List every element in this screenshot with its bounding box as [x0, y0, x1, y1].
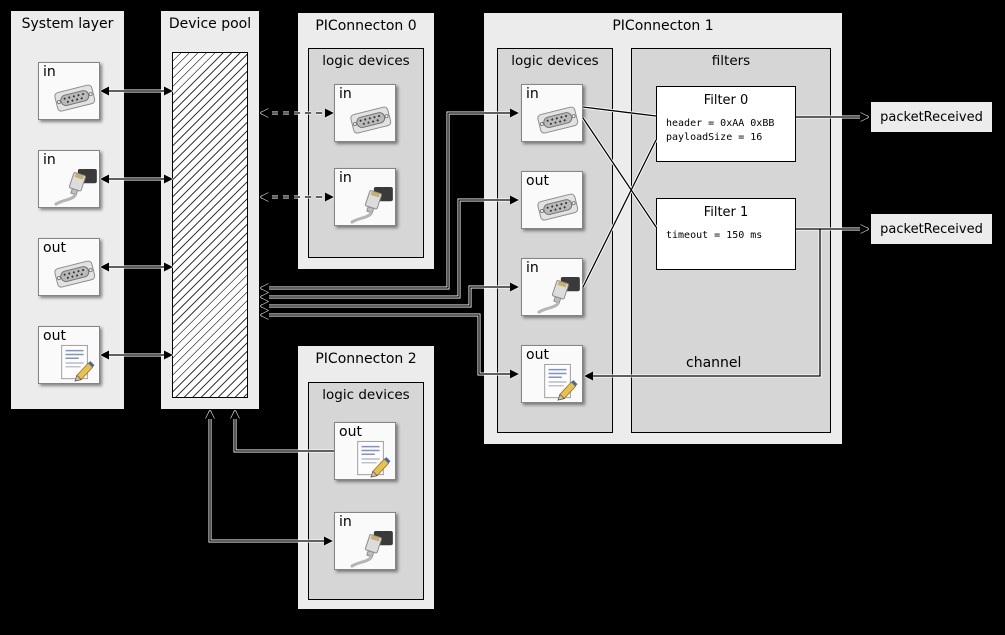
script-icon	[348, 440, 394, 478]
device-label: in	[526, 86, 539, 102]
filter-0-param-payloadsize: payloadSize = 16	[666, 132, 763, 143]
device-in-ethernet: in	[38, 150, 100, 208]
device-in-ethernet: in	[334, 512, 396, 570]
serial-icon	[348, 102, 394, 140]
device-label: in	[339, 514, 352, 530]
device-in-ethernet: in	[334, 168, 396, 226]
device-in-serial: in	[334, 84, 396, 142]
system-layer-title: System layer	[21, 16, 114, 32]
device-in-serial: in	[521, 84, 583, 142]
serial-icon	[52, 80, 98, 118]
device-label: in	[43, 64, 56, 80]
piconnecton1-title: PIConnecton 1	[612, 18, 714, 34]
device-label: out	[43, 240, 66, 256]
serial-icon	[52, 256, 98, 294]
piconnecton0-title: PIConnecton 0	[315, 18, 417, 34]
serial-icon	[535, 189, 581, 227]
piconnecton1-logic-devices-title: logic devices	[511, 53, 599, 69]
filter-1-param-timeout: timeout = 150 ms	[666, 230, 763, 241]
device-label: out	[526, 347, 549, 363]
piconnecton1-filters-title: filters	[711, 53, 751, 69]
device-in-serial: in	[38, 62, 100, 120]
device-label: in	[526, 260, 539, 276]
filter-0-name: Filter 0	[703, 93, 749, 108]
device-in-ethernet: in	[521, 258, 583, 316]
ethernet-icon	[348, 530, 394, 568]
filter-0-box: Filter 0 header = 0xAA 0xBB payloadSize …	[656, 86, 796, 162]
device-label: in	[339, 86, 352, 102]
device-out-script: out	[521, 345, 583, 403]
device-label: out	[526, 173, 549, 189]
packet-received-1-box: packetReceived	[870, 213, 993, 245]
device-label: out	[339, 424, 362, 440]
filter-1-box: Filter 1 timeout = 150 ms	[656, 198, 796, 270]
device-label: in	[43, 152, 56, 168]
packet-received-0-box: packetReceived	[870, 101, 993, 133]
device-label: in	[339, 170, 352, 186]
wire-pool-pic1-in-ethernet	[261, 287, 518, 306]
piconnecton2-logic-devices-title: logic devices	[322, 387, 410, 403]
device-out-serial: out	[38, 238, 100, 296]
serial-icon	[535, 102, 581, 140]
wire-pool-pic1-in-ethernet-halo	[261, 285, 518, 308]
filter-1-name: Filter 1	[703, 205, 749, 220]
ethernet-icon	[348, 186, 394, 224]
ethernet-icon	[535, 276, 581, 314]
ethernet-icon	[52, 168, 98, 206]
device-label: out	[43, 328, 66, 344]
device-pool-hatch-area	[172, 52, 248, 398]
piconnecton0-logic-devices-title: logic devices	[322, 53, 410, 69]
script-icon	[535, 363, 581, 401]
channel-label: channel	[686, 355, 742, 371]
filter-0-param-header: header = 0xAA 0xBB	[666, 118, 775, 129]
piconnecton2-devices: out in	[334, 422, 396, 570]
system-layer-devices: in in out out	[38, 62, 100, 384]
piconnecton2-title: PIConnecton 2	[315, 351, 417, 367]
device-pool-title: Device pool	[168, 16, 252, 32]
script-icon	[52, 344, 98, 382]
piconnecton1-devices: in out in out	[521, 84, 583, 403]
device-out-script: out	[38, 326, 100, 384]
device-out-serial: out	[521, 171, 583, 229]
piconnecton0-devices: in in	[334, 84, 396, 226]
device-out-script: out	[334, 422, 396, 480]
